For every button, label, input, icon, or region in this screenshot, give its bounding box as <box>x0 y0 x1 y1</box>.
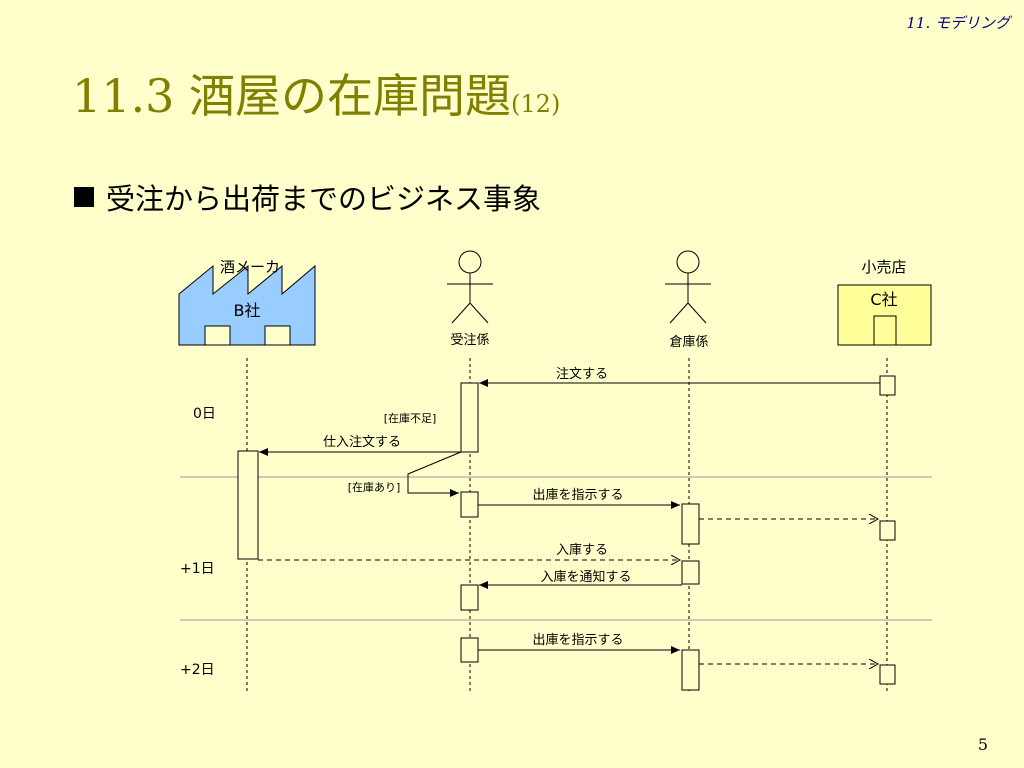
factory-icon <box>178 264 316 346</box>
square-bullet-icon <box>74 187 94 207</box>
bullet-point: 受注から出荷までのビジネス事象 <box>74 176 541 218</box>
retailer-label: 小売店 <box>861 258 906 276</box>
message-label: 入庫を通知する <box>540 569 631 585</box>
message-label: 出庫を指示する <box>532 488 623 503</box>
title-text: 11.3 酒屋の在庫問題 <box>72 69 512 123</box>
activation-boxes <box>237 375 896 691</box>
shop-icon <box>837 284 932 346</box>
guard-label: [在庫あり] <box>348 480 401 494</box>
maker-label: 酒メーカ <box>220 258 280 276</box>
page-number: 5 <box>977 735 988 754</box>
day-label: +2日 <box>180 662 215 678</box>
actor-figure-icon <box>665 250 711 324</box>
message-label: 仕入注文する <box>323 435 401 450</box>
warehouse-clerk-label: 倉庫係 <box>669 335 708 350</box>
branch-line <box>407 451 462 497</box>
message-label: 出庫を指示する <box>532 633 623 648</box>
bullet-text: 受注から出荷までのビジネス事象 <box>106 182 542 216</box>
title-suffix: (12) <box>511 90 561 118</box>
order-clerk-label: 受注係 <box>450 333 489 348</box>
message-label: 注文する <box>556 367 608 382</box>
maker-name: B社 <box>234 301 261 320</box>
actor-figure-icon <box>447 250 493 324</box>
day-label: +1日 <box>180 561 215 577</box>
chapter-label: 11. モデリング <box>906 14 1010 32</box>
guard-label: [在庫不足] <box>384 411 437 425</box>
retailer-name: C社 <box>870 290 897 309</box>
day-label: 0日 <box>193 406 216 422</box>
slide-title: 11.3 酒屋の在庫問題(12) <box>72 60 560 126</box>
message-label: 入庫する <box>556 543 608 558</box>
